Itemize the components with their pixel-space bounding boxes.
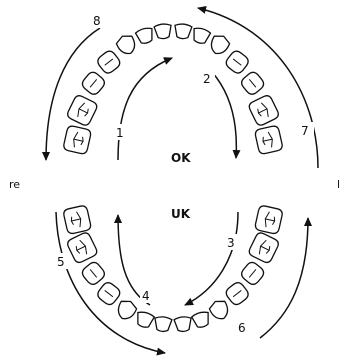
tooth-crown bbox=[191, 27, 211, 45]
lower-left-first-premolar bbox=[224, 280, 251, 307]
lower-left-first-molar bbox=[248, 231, 281, 264]
tooth-crown bbox=[191, 311, 211, 329]
tooth-crown bbox=[174, 23, 192, 39]
upper-right-central-incisor bbox=[154, 23, 172, 39]
arrow-2 bbox=[212, 72, 236, 158]
lower-jaw-label: UK bbox=[171, 207, 191, 221]
upper-right-second-premolar bbox=[80, 70, 107, 97]
tooth-crown bbox=[115, 298, 139, 323]
step-8-label: 8 bbox=[93, 14, 101, 28]
patient-right-label: re bbox=[9, 178, 20, 191]
tooth-crown bbox=[174, 316, 192, 332]
sequence-arrows bbox=[46, 8, 318, 353]
step-7-label: 7 bbox=[301, 124, 309, 138]
step-5-label: 5 bbox=[57, 255, 65, 269]
lower-right-first-premolar bbox=[95, 280, 122, 307]
step-3-label: 3 bbox=[227, 236, 235, 250]
lower-left-canine bbox=[208, 298, 232, 323]
upper-right-lateral-incisor bbox=[135, 27, 155, 45]
upper-left-lateral-incisor bbox=[191, 27, 211, 45]
tooth-crown bbox=[154, 23, 172, 39]
tooth-crown bbox=[208, 298, 232, 323]
upper-right-first-molar bbox=[66, 94, 99, 127]
upper-right-second-molar bbox=[63, 125, 92, 155]
upper-left-second-molar bbox=[254, 125, 283, 155]
upper-arch-teeth bbox=[63, 23, 283, 154]
lower-right-second-molar bbox=[63, 205, 92, 235]
step-6-label: 6 bbox=[238, 321, 246, 335]
lower-right-central-incisor bbox=[154, 316, 172, 332]
lower-left-lateral-incisor bbox=[191, 311, 211, 329]
tooth-crown bbox=[135, 27, 155, 45]
upper-jaw-label: OK bbox=[171, 151, 191, 165]
lower-left-second-premolar bbox=[239, 260, 266, 287]
step-4-label: 4 bbox=[142, 289, 150, 303]
tooth-crown bbox=[135, 311, 155, 329]
upper-left-first-premolar bbox=[224, 49, 251, 76]
patient-left-label: l bbox=[337, 178, 340, 191]
tooth-crown bbox=[154, 316, 172, 332]
lower-right-lateral-incisor bbox=[135, 311, 155, 329]
upper-right-canine bbox=[115, 32, 139, 57]
upper-left-first-molar bbox=[248, 94, 281, 127]
label-backgrounds bbox=[55, 12, 314, 335]
arrow-1 bbox=[118, 58, 172, 160]
lower-left-central-incisor bbox=[174, 316, 192, 332]
upper-left-central-incisor bbox=[174, 23, 192, 39]
lower-right-canine bbox=[115, 298, 139, 323]
lower-right-first-molar bbox=[66, 231, 99, 264]
upper-left-canine bbox=[208, 32, 232, 57]
lower-left-second-molar bbox=[254, 205, 283, 235]
upper-right-first-premolar bbox=[95, 49, 122, 76]
step-2-label: 2 bbox=[203, 72, 211, 86]
upper-left-second-premolar bbox=[239, 70, 266, 97]
lower-arch-teeth bbox=[63, 205, 283, 332]
step-1-label: 1 bbox=[116, 126, 124, 140]
lower-right-second-premolar bbox=[80, 260, 107, 287]
tooth-crown bbox=[115, 32, 139, 57]
tooth-crown bbox=[208, 32, 232, 57]
